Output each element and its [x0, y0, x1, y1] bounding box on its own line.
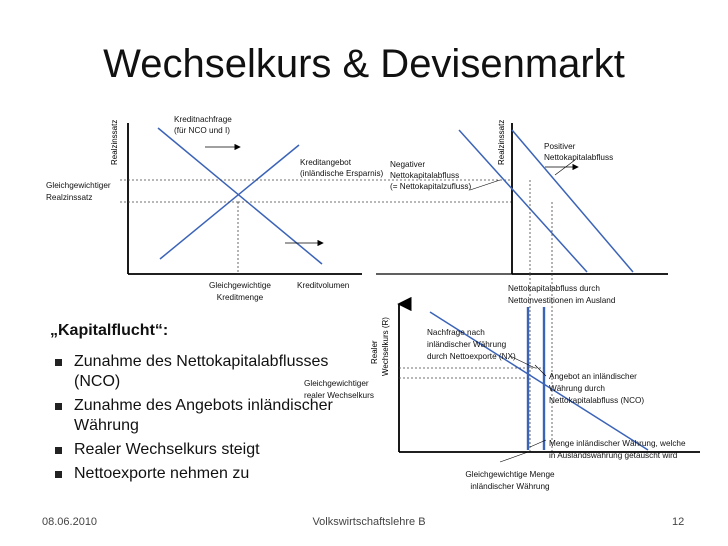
credit-demand-curve	[157, 127, 323, 265]
negative-nco-label-3: (= Nettokapitalzufluss)	[390, 182, 472, 191]
nco-curve-shifted	[511, 129, 634, 273]
bottom-y-axis-label-2: Wechselkurs (R)	[381, 317, 390, 376]
positive-nco-pointer	[554, 159, 576, 176]
negative-nco-label-2: Nettokapitalabfluss	[390, 171, 460, 180]
left-x-axis-label: Kreditvolumen	[297, 281, 350, 290]
currency-demand-label-3: durch Nettoexporte (NX)	[427, 352, 516, 361]
bullet-item: Zunahme des Angebots inländischer Währun…	[40, 396, 334, 436]
left-eq-amount-label-2: Kreditmenge	[216, 293, 264, 302]
bullet-square-icon	[55, 359, 62, 366]
credit-supply-label-1: Kreditangebot	[300, 158, 351, 167]
nco-curve-original	[458, 129, 588, 273]
demand-label-pointer	[509, 355, 536, 369]
bullet-text: Zunahme des Angebots inländischer Währun…	[74, 397, 333, 434]
currency-supply-label-1: Angebot an inländischer	[549, 372, 637, 381]
eq-quantity-label-2: inländischer Währung	[470, 482, 550, 491]
positive-nco-label-1: Positiver	[544, 142, 576, 151]
credit-supply-label-2: (inländische Ersparnis)	[300, 169, 384, 178]
right-x-axis-label-1: Nettokapitalabfluss durch	[508, 284, 600, 293]
eq-quantity-pointer	[499, 451, 529, 463]
left-y-axis-label: Realzinssatz	[110, 119, 119, 165]
currency-demand-label-1: Nachfrage nach	[427, 328, 485, 337]
credit-demand-label-2: (für NCO und I)	[174, 126, 230, 135]
bottom-eq-rate-label-2: realer Wechselkurs	[304, 391, 374, 400]
bottom-eq-rate-label-1: Gleichgewichtiger	[304, 379, 369, 388]
capital-flight-bullets: Zunahme des Nettokapitalabflusses (NCO) …	[40, 352, 334, 488]
quantity-label-pointer	[529, 439, 547, 448]
currency-demand-curve	[429, 311, 649, 451]
bullet-square-icon	[55, 447, 62, 454]
quantity-label-1: Menge inländischer Währung, welche	[549, 439, 686, 448]
capital-flight-heading: „Kapitalflucht“:	[50, 322, 169, 339]
slide-title: Wechselkurs & Devisenmarkt	[103, 42, 625, 86]
currency-supply-label-2: Währung durch	[549, 384, 605, 393]
bullet-item: Realer Wechselkurs steigt	[40, 440, 334, 460]
quantity-label-2: in Auslandswährung getauscht wird	[549, 451, 678, 460]
left-eq-rate-label-2: Realzinssatz	[46, 193, 93, 202]
currency-demand-label-2: inländischer Währung	[427, 340, 507, 349]
currency-supply-label-3: Nettokapitalabfluss (NCO)	[549, 396, 645, 405]
bullet-item: Zunahme des Nettokapitalabflusses (NCO)	[40, 352, 334, 392]
eq-quantity-label-1: Gleichgewichtige Menge	[465, 470, 555, 479]
right-y-axis-label: Realzinssatz	[497, 119, 506, 165]
negative-nco-label-1: Negativer	[390, 160, 426, 169]
bottom-y-axis-label-1: Realer	[370, 340, 379, 364]
bullet-square-icon	[55, 403, 62, 410]
footer-date: 08.06.2010	[42, 516, 98, 528]
left-eq-amount-label-1: Gleichgewichtige	[209, 281, 271, 290]
bullet-text: Realer Wechselkurs steigt	[74, 441, 260, 458]
bullet-square-icon	[55, 471, 62, 478]
footer-page-number: 12	[672, 516, 685, 528]
positive-nco-label-2: Nettokapitalabfluss	[544, 153, 614, 162]
credit-demand-label-1: Kreditnachfrage	[174, 115, 232, 124]
negative-nco-pointer	[469, 179, 501, 191]
left-eq-rate-label-1: Gleichgewichtiger	[46, 181, 111, 190]
right-x-axis-label-2: Nettoinvestitionen im Ausland	[508, 296, 616, 305]
bullet-text: Nettoexporte nehmen zu	[74, 465, 250, 482]
supply-label-pointer	[534, 364, 547, 377]
bullet-text: Zunahme des Nettokapitalabflusses (NCO)	[74, 353, 329, 390]
bullet-item: Nettoexporte nehmen zu	[40, 464, 334, 484]
footer-course: Volkswirtschaftslehre B	[312, 516, 426, 528]
